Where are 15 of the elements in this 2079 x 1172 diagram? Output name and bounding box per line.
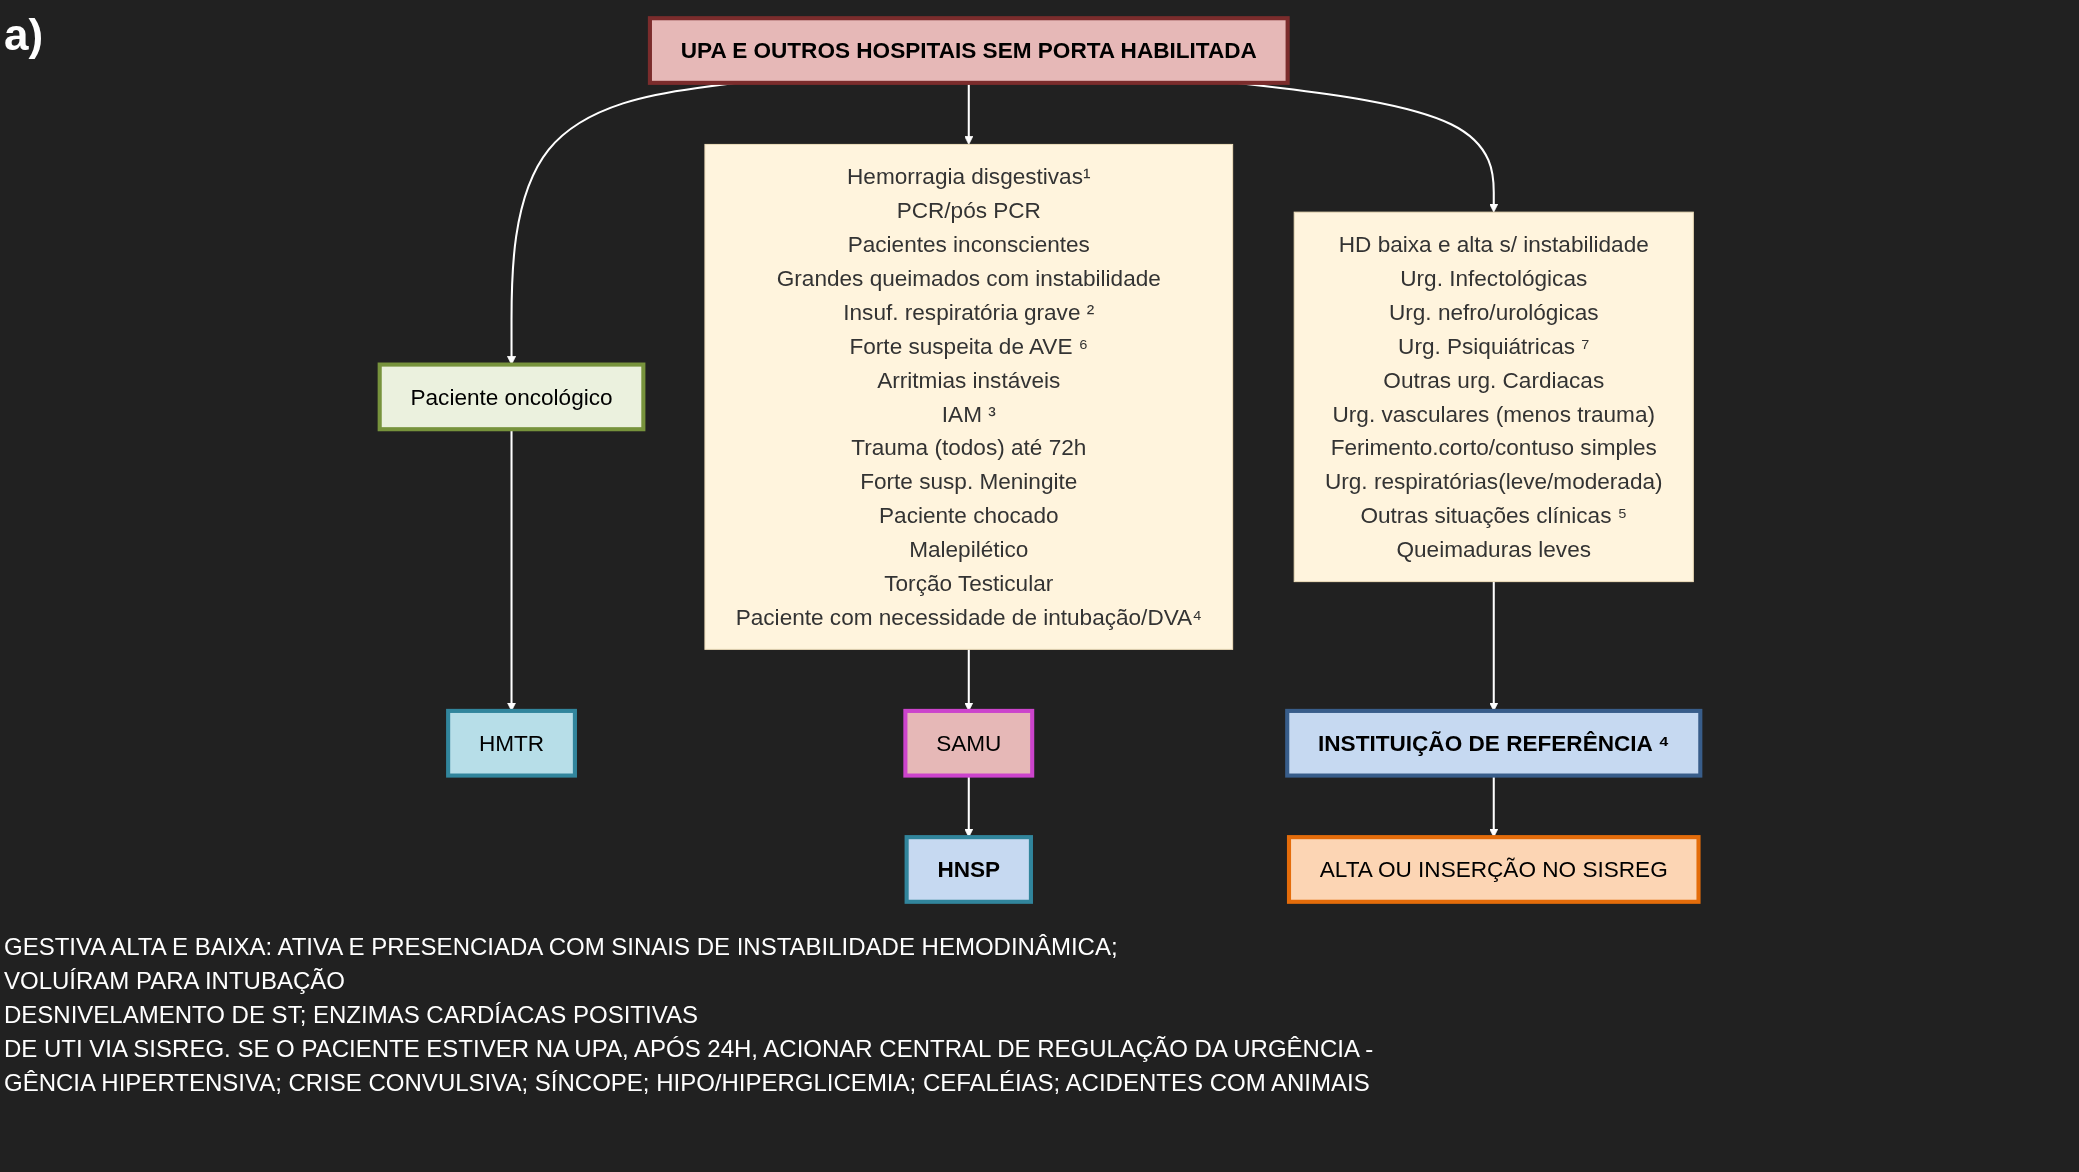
node-box: HNSP — [904, 835, 1033, 904]
node-box: Paciente oncológico — [377, 362, 646, 432]
footnote: VOLUÍRAM PARA INTUBAÇÃO — [4, 966, 346, 996]
footnote: DE UTI VIA SISREG. SE O PACIENTE ESTIVER NA UPA, APÓS 24H, ACIONAR CENTRAL DE REGULAÇÃO DA URGÊNCIA - — [4, 1034, 1374, 1064]
panel-label: a) — [4, 10, 44, 60]
footnote: GESTIVA ALTA E BAIXA: ATIVA E PRESENCIADA COM SINAIS DE INSTABILIDADE HEMODINÂMICA; — [4, 932, 1119, 962]
footnote: GÊNCIA HIPERTENSIVA; CRISE CONVULSIVA; SÍNCOPE; HIPO/HIPERGLICEMIA; CEFALÉIAS; ACIDENTES COM ANIMAIS — [4, 1068, 1371, 1098]
node-box: INSTITUIÇÃO DE REFERÊNCIA ⁴ — [1285, 708, 1703, 778]
node-box: Hemorragia disgestivas¹ PCR/pós PCR Pacientes inconscientes Grandes queimados com instabilidade Insuf. respiratória grave ² Forte suspeita de AVE ⁶ Arritmias instáveis IAM ³ Trauma (todos) até 72h Forte susp. Meningite Paciente chocado Malepilético Torção Testicular Paciente com necessidade de intubação/DVA⁴ — [704, 143, 1234, 650]
node-box: HMTR — [446, 708, 577, 778]
node-box: HD baixa e alta s/ instabilidade Urg. Infectológicas Urg. nefro/urológicas Urg. Psiquiátricas ⁷ Outras urg. Cardiacas Urg. vasculares (menos trauma) Ferimento.corto/contuso simples Urg. respiratórias(leve/moderada) Outras situações clínicas ⁵ Queimaduras leves — [1293, 211, 1694, 583]
node-box: UPA E OUTROS HOSPITAIS SEM PORTA HABILITADA — [647, 16, 1290, 85]
footnote: DESNIVELAMENTO DE ST; ENZIMAS CARDÍACAS POSITIVAS — [4, 1000, 699, 1030]
node-box: ALTA OU INSERÇÃO NO SISREG — [1286, 835, 1701, 904]
node-box: SAMU — [903, 708, 1035, 778]
